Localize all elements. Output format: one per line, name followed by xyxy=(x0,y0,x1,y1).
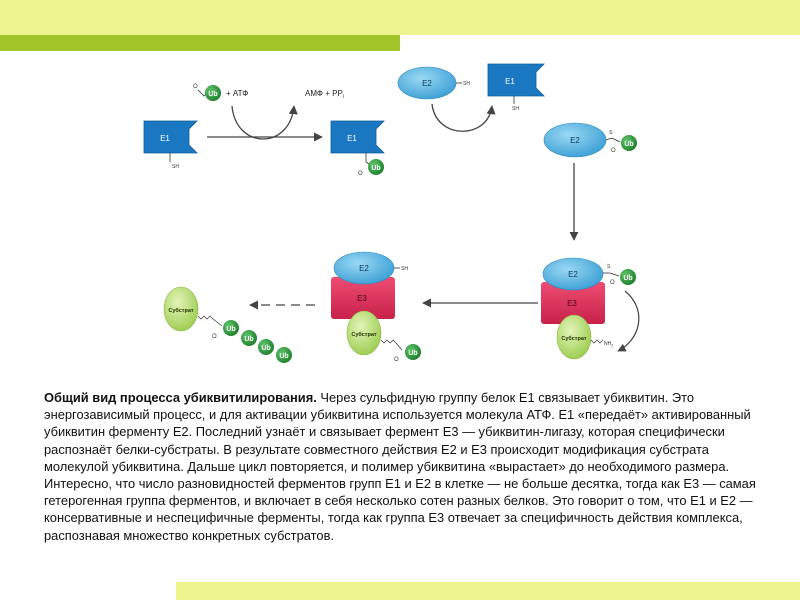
e1-label: E1 xyxy=(505,77,515,86)
ub-label: Ub xyxy=(226,326,235,333)
ubiquitination-diagram: O Ub + АТФ АМФ + PPi E1 SH E1 O Ub E2 SH… xyxy=(143,63,640,363)
polyubiquitinated-substrate: Субстрат O Ub Ub Ub Ub xyxy=(163,286,292,363)
e1-label: E1 xyxy=(160,134,170,143)
nh2-label: NH2 xyxy=(604,341,613,348)
ub-label: Ub xyxy=(624,141,633,148)
atp-curved-arrow xyxy=(231,105,298,140)
top-decor-band xyxy=(0,0,800,35)
ub-label: Ub xyxy=(408,350,417,357)
sh-label: SH xyxy=(463,81,470,87)
e3-label: E3 xyxy=(357,294,367,303)
e1-label: E1 xyxy=(347,134,357,143)
ub-label: Ub xyxy=(623,275,632,282)
e2-ub-complex: E2 S O Ub xyxy=(543,122,637,158)
e2-free: E2 SH xyxy=(397,66,470,100)
ub-label: Ub xyxy=(261,345,270,352)
e2-label: E2 xyxy=(568,270,578,279)
caption-body: Через сульфидную группу белок Е1 связыва… xyxy=(44,390,756,543)
caption-text: Общий вид процесса убиквитилирования. Че… xyxy=(44,389,764,544)
left-decor-stripe xyxy=(0,35,400,51)
e2-label: E2 xyxy=(359,264,369,273)
caption-title: Общий вид процесса убиквитилирования. xyxy=(44,390,317,405)
ub-label: Ub xyxy=(371,165,380,172)
e2-e3-substrate-complex: E3 E2 S O Ub Субстрат NH2 xyxy=(541,257,636,360)
o-label: O xyxy=(611,148,616,154)
sh-label: SH xyxy=(401,266,408,272)
bottom-decor-band xyxy=(176,582,800,600)
substrate-label: Субстрат xyxy=(561,335,587,342)
e1-ub-complex: E1 O Ub xyxy=(330,120,385,177)
ub-label: Ub xyxy=(208,91,217,98)
transfer-curved-arrow xyxy=(431,103,496,132)
ub-free: O Ub xyxy=(193,84,221,101)
arrow-ub-transfer xyxy=(617,290,640,352)
e1-free: E1 SH xyxy=(143,120,198,170)
substrate-label: Субстрат xyxy=(351,331,377,338)
o-label: O xyxy=(193,84,198,90)
ub-label: Ub xyxy=(244,336,253,343)
e2-e3-ubiquitinated-complex: E3 E2 SH Субстрат O Ub xyxy=(331,251,421,363)
s-label: S xyxy=(609,130,613,136)
o-label: O xyxy=(358,171,363,177)
o-label: O xyxy=(394,357,399,363)
s-label: S xyxy=(607,264,611,270)
e2-label: E2 xyxy=(422,79,432,88)
substrate-label: Субстрат xyxy=(168,307,194,314)
o-label: O xyxy=(212,334,217,340)
sh-label: SH xyxy=(512,106,519,112)
o-label: O xyxy=(610,280,615,286)
amp-label: АМФ + PPi xyxy=(305,89,344,100)
e2-label: E2 xyxy=(570,136,580,145)
e1-released: E1 SH xyxy=(487,63,545,112)
atp-label: + АТФ xyxy=(226,89,248,98)
ub-label: Ub xyxy=(279,353,288,360)
e3-label: E3 xyxy=(567,299,577,308)
sh-label: SH xyxy=(172,164,179,170)
